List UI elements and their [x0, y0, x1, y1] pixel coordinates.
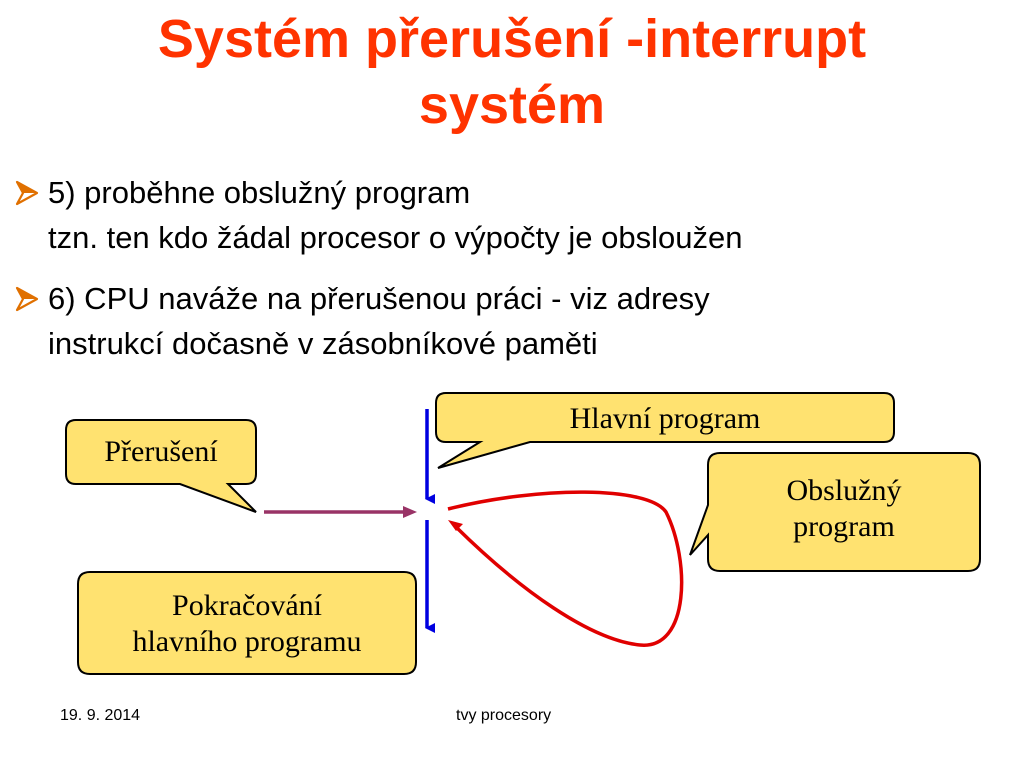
bullet-item-6: 6) CPU naváže na přerušenou práci - viz … [14, 276, 1004, 366]
service-loop-arrowhead [448, 520, 463, 531]
bullet-arrow-icon [15, 180, 39, 206]
callout-main-program-label: Hlavní program [436, 403, 894, 435]
slide-title-line-2: systém [418, 75, 606, 135]
callout-service-line-2: program [793, 510, 895, 543]
slide-title-line-1: Systém přerušení -interrupt [157, 9, 867, 69]
bullet-5-line-2: tzn. ten kdo žádal procesor o výpočty je… [48, 220, 743, 255]
service-loop-arrow [447, 490, 684, 647]
callout-continue-line-1: Pokračování [172, 589, 322, 622]
bullet-6-line-1: 6) CPU naváže na přerušenou práci - viz … [48, 281, 710, 316]
footer-center-text: tvy procesory [456, 707, 552, 724]
bullet-arrow-icon [15, 286, 39, 312]
callout-interrupt-text: Přerušení [104, 435, 218, 468]
callout-service-line-1: Obslužný [786, 474, 902, 507]
callout-service-program-label: Obslužný program [708, 473, 980, 545]
bullet-5-line-1: 5) proběhne obslužný program [48, 175, 471, 210]
interrupt-arrowhead [403, 506, 417, 518]
callout-continue-label: Pokračování hlavního programu [78, 588, 416, 660]
slide-title: Systém přerušení -interrupt systém [0, 6, 1024, 138]
callout-main-program-text: Hlavní program [569, 402, 761, 435]
callout-continue-line-2: hlavního programu [132, 625, 362, 658]
callout-interrupt-shape [65, 419, 257, 513]
callout-continue-shape [77, 571, 417, 675]
bullet-6-line-2: instrukcí dočasně v zásobníkové paměti [48, 326, 598, 361]
footer-date: 19. 9. 2014 [60, 707, 141, 724]
callout-interrupt-label: Přerušení [66, 434, 256, 470]
callout-main-program-shape [435, 392, 895, 469]
callout-service-program-shape [689, 452, 981, 572]
bullet-item-5: 5) proběhne obslužný program tzn. ten kd… [14, 170, 1004, 260]
